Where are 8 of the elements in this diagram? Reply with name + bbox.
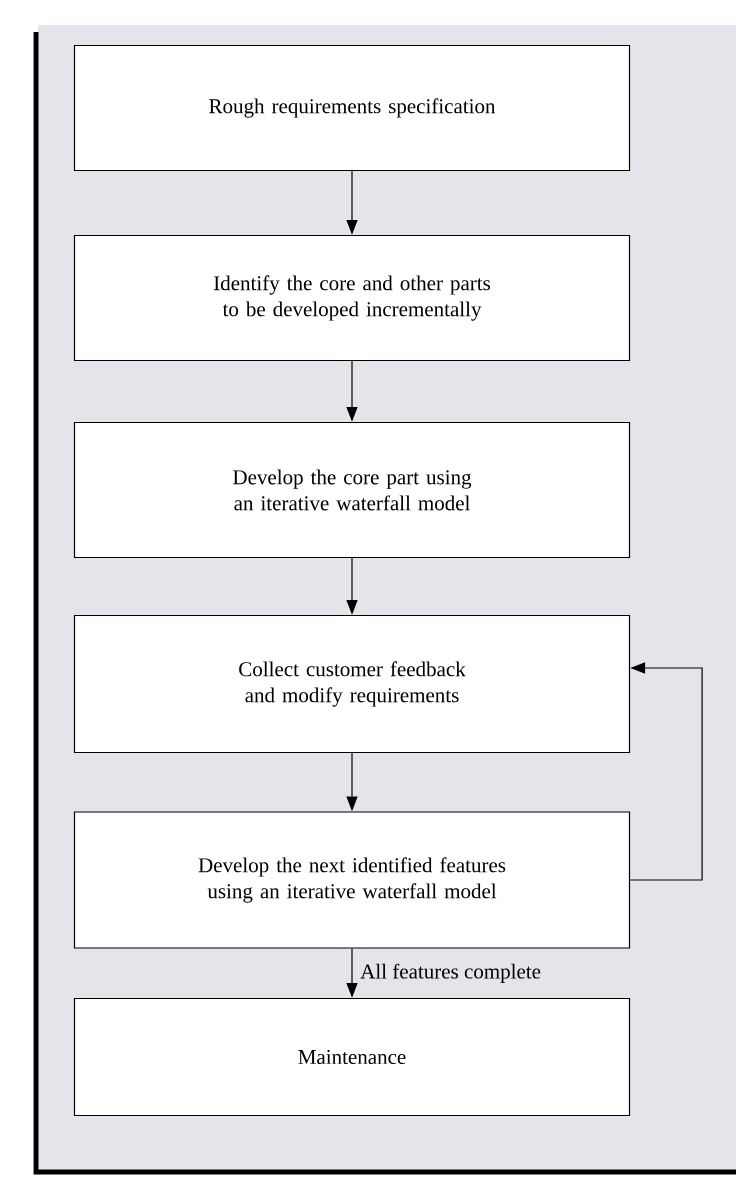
process-box: Identify the core and other parts to be developed incrementally (73, 234, 631, 362)
process-box: Rough requirements specification (73, 44, 631, 172)
process-box: Collect customer feedback and modify requirements (73, 614, 631, 754)
edge-label: All features complete (359, 962, 542, 984)
process-box: Maintenance (73, 997, 631, 1117)
process-box: Develop the core part using an iterative waterfall model (73, 421, 631, 559)
process-box: Develop the next identified features using an iterative waterfall model (73, 811, 631, 949)
arrow (629, 662, 703, 881)
